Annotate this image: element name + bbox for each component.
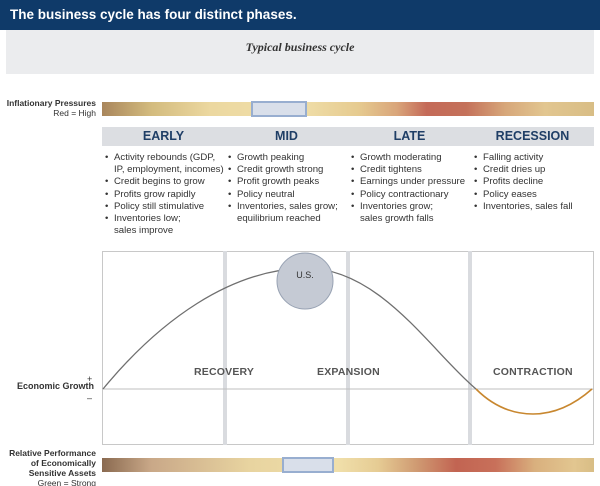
growth-plus-sign: + <box>87 374 93 384</box>
bullet-item: Growth peaking <box>227 152 349 164</box>
economic-growth-label: Economic Growth <box>16 381 94 391</box>
diagram-subtitle: Typical business cycle <box>245 40 355 54</box>
subtitle-band: Typical business cycle <box>6 30 594 74</box>
inflation-label: Inflationary Pressures <box>6 98 96 108</box>
bullet-item: Credit tightens <box>350 164 474 176</box>
performance-sublabel: Green = Strong <box>37 478 96 486</box>
region-recovery: RECOVERY <box>194 366 255 378</box>
phase-recession-heading: RECESSION <box>495 129 570 143</box>
us-marker-label: U.S. <box>296 270 314 280</box>
inflation-gradient-bar <box>102 102 594 116</box>
bullet-item: Policy eases <box>473 189 597 201</box>
phase-early-bullets: Activity rebounds (GDP,IP, employment, i… <box>104 152 226 237</box>
bullet-item: Activity rebounds (GDP,IP, employment, i… <box>104 152 226 176</box>
region-expansion: EXPANSION <box>317 366 380 378</box>
contraction-curve <box>475 388 593 415</box>
phase-mid-bullets: Growth peaking Credit growth strong Prof… <box>227 152 349 225</box>
bullet-item: Falling activity <box>473 152 597 164</box>
inflation-label-block: Inflationary Pressures Red = High <box>2 98 96 118</box>
inflation-sublabel: Red = High <box>53 108 96 118</box>
performance-us-marker <box>282 457 334 473</box>
region-contraction: CONTRACTION <box>493 366 573 378</box>
bullet-item: Profit growth peaks <box>227 176 349 188</box>
bullet-item: Inventories grow;sales growth falls <box>350 201 474 225</box>
bullet-item: Profits decline <box>473 176 597 188</box>
growth-minus-sign: – <box>87 393 93 403</box>
bullet-item: Credit growth strong <box>227 164 349 176</box>
bullet-item: Inventories, sales grow;equilibrium reac… <box>227 201 349 225</box>
page-title: The business cycle has four distinct pha… <box>10 7 297 22</box>
phase-mid-heading: MID <box>275 129 298 143</box>
phase-late-heading: LATE <box>393 129 426 143</box>
phase-late-bullets: Growth moderating Credit tightens Earnin… <box>350 152 474 225</box>
performance-gradient-bar <box>102 458 594 472</box>
bullet-item: Inventories low;sales improve <box>104 213 226 237</box>
phase-header-row: EARLY MID LATE RECESSION <box>102 127 594 146</box>
bullet-item: Growth moderating <box>350 152 474 164</box>
performance-label-block: Relative Performance of Economically Sen… <box>2 448 96 486</box>
phase-recession-bullets: Falling activity Credit dries up Profits… <box>473 152 597 213</box>
bullet-item: Policy neutral <box>227 189 349 201</box>
column-divider <box>346 251 350 445</box>
column-divider <box>223 251 227 445</box>
us-position-marker <box>276 252 334 310</box>
inflation-us-marker <box>251 101 307 117</box>
bullet-item: Policy contractionary <box>350 189 474 201</box>
bullet-item: Profits grow rapidly <box>104 189 226 201</box>
phase-early-heading: EARLY <box>142 129 185 143</box>
header-bar: The business cycle has four distinct pha… <box>0 0 600 30</box>
bullet-item: Credit begins to grow <box>104 176 226 188</box>
bullet-item: Inventories, sales fall <box>473 201 597 213</box>
bullet-item: Policy still stimulative <box>104 201 226 213</box>
bullet-item: Credit dries up <box>473 164 597 176</box>
performance-label: Relative Performance of Economically Sen… <box>9 448 96 478</box>
column-divider <box>468 251 472 445</box>
bullet-item: Earnings under pressure <box>350 176 474 188</box>
